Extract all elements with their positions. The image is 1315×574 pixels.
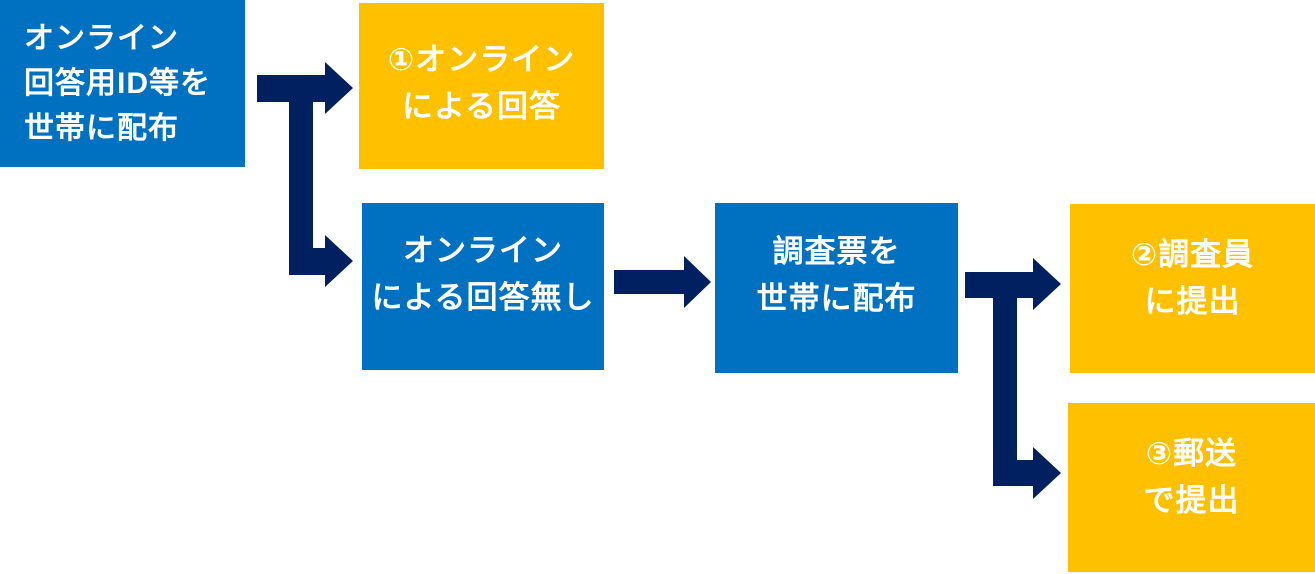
arrow-b-top-head-icon [1033, 258, 1061, 310]
node-text-line: 世帯に配布 [756, 281, 917, 316]
arrow-b-bottom-tail [993, 460, 1035, 486]
arrow-middle-tail [614, 270, 686, 294]
node-text-line: ③郵送 [1145, 435, 1238, 471]
node-text-line: ①オンライン [387, 42, 576, 77]
arrow-a-trunk [289, 78, 313, 275]
arrow-group [257, 62, 1061, 499]
node-text-line: ②調査員 [1130, 236, 1255, 272]
node-text-line: 調査票を [772, 234, 901, 269]
node-no-online-response: オンライン による回答無し [362, 203, 604, 370]
arrow-b-bottom-head-icon [1033, 447, 1061, 499]
node-text-line: で提出 [1143, 482, 1240, 518]
node-text-line: による回答 [401, 89, 562, 124]
arrow-middle-head-icon [684, 256, 711, 308]
node-text-line: による回答無し [371, 279, 595, 315]
node-submit-by-mail: ③郵送 で提出 [1068, 403, 1315, 572]
node-online-response: ①オンライン による回答 [359, 3, 604, 169]
arrow-a-bottom-head-icon [325, 235, 353, 287]
node-distribute-questionnaire: 調査票を 世帯に配布 [715, 203, 958, 373]
node-submit-to-enumerator: ②調査員 に提出 [1070, 204, 1315, 373]
node-text-line: 世帯に配布 [24, 112, 179, 145]
node-text-line: 回答用ID等を [24, 67, 211, 100]
arrow-b-trunk [993, 275, 1017, 486]
node-text-line: に提出 [1144, 283, 1241, 319]
arrow-a-bottom-tail [289, 248, 329, 275]
node-text-line: オンライン [403, 232, 563, 268]
node-distribute-online-id: オンライン 回答用ID等を 世帯に配布 [0, 0, 245, 167]
node-text-line: オンライン [24, 22, 179, 55]
arrow-a-top-head-icon [325, 62, 353, 114]
